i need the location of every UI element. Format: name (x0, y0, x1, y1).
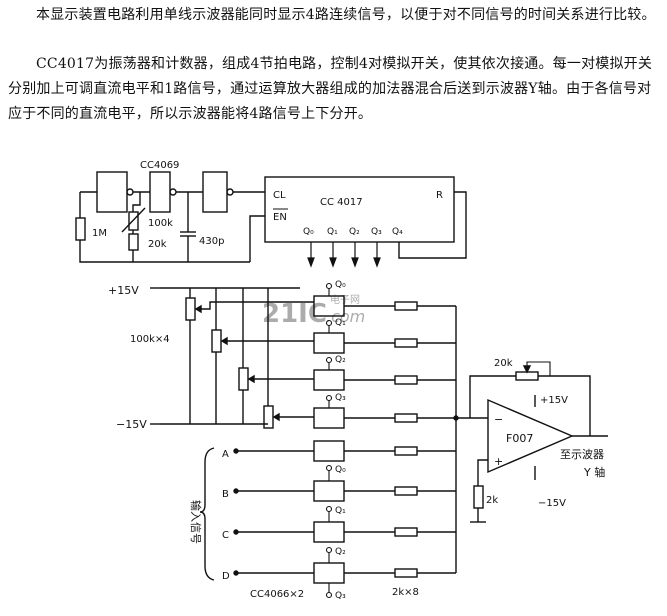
opamp-label: F007 (506, 432, 533, 445)
input-bracket (199, 447, 215, 581)
label-cc4069: CC4069 (140, 160, 179, 171)
resistor-1m (75, 217, 86, 241)
label-ground-2k: 2k (486, 495, 498, 506)
resistor-2k-7 (394, 527, 418, 537)
opamp-vplus-label: +15V (540, 395, 568, 406)
switch-q2-b: Q₂ (335, 547, 346, 557)
input-a-label: A (222, 449, 229, 460)
resistor-2k-4 (394, 413, 418, 423)
output-label-2: Y 轴 (583, 465, 605, 479)
resistor-2k-6 (394, 486, 418, 496)
resistor-2k-3 (394, 375, 418, 385)
opamp-minus-sign: − (494, 413, 503, 426)
input-b-label: B (222, 489, 229, 500)
switch-bias-2 (313, 332, 345, 354)
paragraph-description: CC4017为振荡器和计数器，组成4节拍电路，控制4对模拟开关，使其依次接通。每… (8, 56, 653, 122)
pin-q1-label: Q₁ (327, 227, 338, 237)
switch-q0-b: Q₀ (335, 465, 346, 475)
resistor-20k (128, 233, 139, 251)
pot-2 (211, 329, 222, 353)
ic-label-cc4017: CC 4017 (320, 197, 363, 208)
switch-q1: Q₁ (335, 318, 346, 328)
ic-cc4017 (264, 176, 455, 243)
label-minus15v: −15V (116, 418, 147, 431)
input-c-label: C (222, 530, 229, 541)
pin-r: R (436, 190, 443, 201)
label-430p: 430p (199, 236, 224, 247)
inverter-gate-2 (149, 171, 171, 213)
label-cc4066-x2: CC4066×2 (250, 589, 304, 600)
label-pot-100k-x4: 100k×4 (130, 334, 170, 345)
pin-en: EN (273, 212, 287, 223)
pot-4 (263, 405, 274, 429)
switch-q0-top: Q₀ (335, 280, 346, 290)
pin-q0-label: Q₀ (303, 227, 314, 237)
switch-q2: Q₂ (335, 355, 346, 365)
switch-signal-d (313, 562, 345, 584)
switch-q1-b: Q₁ (335, 506, 346, 516)
switch-signal-c (313, 521, 345, 543)
pin-q4-label: Q₄ (392, 227, 403, 237)
input-signal-label: 输入信号 (189, 500, 203, 544)
pin-q2-label: Q₂ (349, 227, 360, 237)
resistor-ground-2k (473, 485, 484, 509)
switch-q3: Q₃ (335, 393, 346, 403)
label-2k-x8: 2k×8 (392, 587, 419, 598)
resistor-2k-8 (394, 568, 418, 578)
watermark-21ic: 21IC (262, 299, 327, 329)
switch-bias-4 (313, 407, 345, 429)
resistor-2k-2 (394, 338, 418, 348)
label-20k: 20k (148, 239, 167, 250)
resistor-2k-5 (394, 446, 418, 456)
watermark-cn: 电子网 (330, 293, 360, 306)
input-d-label: D (222, 571, 230, 582)
inverter-gate-1 (96, 171, 128, 213)
resistor-2k-1 (394, 301, 418, 311)
label-feedback-20k: 20k (494, 358, 513, 369)
opamp-vminus-label: −15V (538, 498, 566, 509)
pot-3 (238, 367, 249, 391)
label-plus15v: +15V (108, 284, 139, 297)
pin-cl: CL (273, 190, 286, 201)
output-label-1: 至示波器 (560, 448, 604, 461)
pot-1 (185, 297, 196, 321)
opamp-plus-sign: + (494, 455, 503, 468)
watermark-com: .com (326, 307, 365, 326)
label-1m: 1M (92, 228, 107, 239)
label-100k: 100k (148, 218, 173, 229)
watermark-logo: 21IC 电子网 .com (262, 293, 365, 329)
switch-bias-3 (313, 369, 345, 391)
paragraph-intro: 本显示装置电路利用单线示波器能同时显示4路连续信号，以便于对不同信号的时间关系进… (36, 7, 656, 23)
inverter-gate-3 (202, 171, 228, 213)
opamp-f007 (487, 398, 574, 474)
switch-signal-a (313, 440, 345, 462)
pin-q3-label: Q₃ (371, 227, 382, 237)
switch-signal-b (313, 480, 345, 502)
switch-q3-b: Q₃ (335, 591, 346, 601)
